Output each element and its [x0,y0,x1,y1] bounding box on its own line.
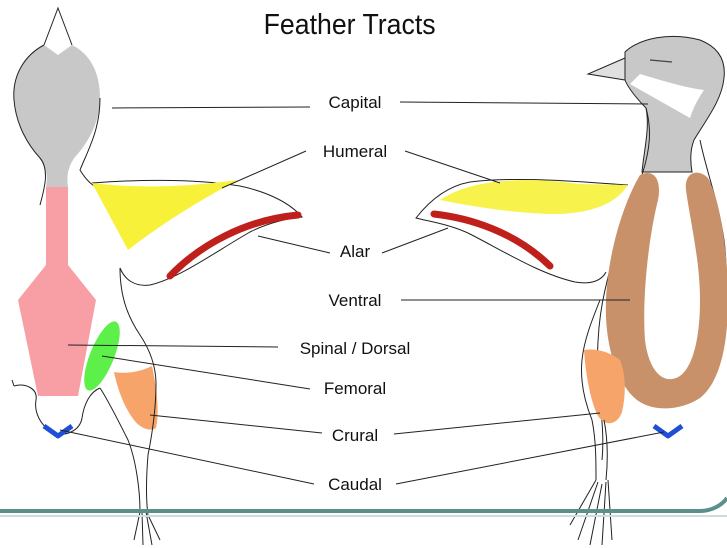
spinal-dorsal-tract [18,187,96,396]
label-alar: Alar [340,242,371,261]
label-femoral: Femoral [324,379,386,398]
leader-crural-right [394,413,600,434]
leader-capital-left [112,107,310,108]
tail-outline [12,380,14,386]
label-crural: Crural [332,426,378,445]
label-humeral: Humeral [323,142,387,161]
ventral-beak [588,58,625,80]
leader-crural-left [150,415,322,433]
label-capital: Capital [329,93,382,112]
label-spinal-dorsal: Spinal / Dorsal [300,339,411,358]
diagram-title: Feather Tracts [264,8,436,40]
leader-alar-right [382,228,448,253]
leader-capital-right [400,102,648,104]
humeral-tract-ventral [440,180,628,214]
tract-labels: Capital Humeral Alar Ventral Spinal / Do… [300,93,411,494]
caudal-tract-dorsal [44,426,72,436]
dorsal-view-bird [12,8,302,545]
leader-humeral-left [222,151,306,188]
leader-alar-left [258,236,330,253]
head-crest-outline [44,8,72,45]
leader-humeral-right [405,151,500,183]
crural-tract-dorsal [114,366,158,430]
leader-caudal-right [396,432,664,484]
alar-tract-ventral [434,214,550,266]
leader-caudal-left [60,430,314,484]
ventral-tract [606,173,727,409]
label-ventral: Ventral [329,291,382,310]
alar-tract-dorsal [170,215,298,276]
ventral-view-bird [416,36,727,545]
caudal-tract-ventral [654,426,682,436]
label-caudal: Caudal [328,475,382,494]
capital-tract-dorsal [14,45,100,187]
bottom-rule [0,498,727,511]
crural-tract-ventral [584,349,625,423]
